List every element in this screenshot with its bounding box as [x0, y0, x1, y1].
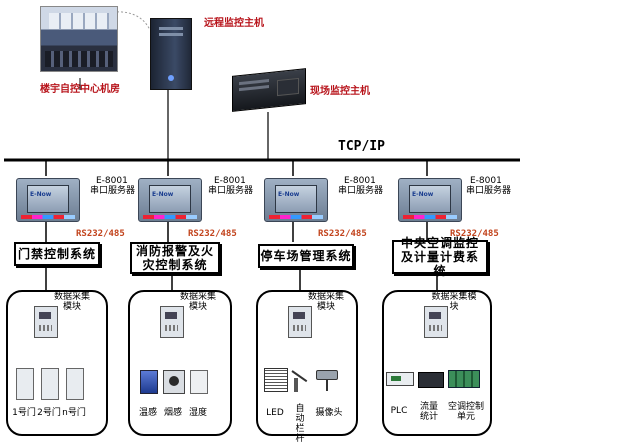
device-type-1: 串口服务器: [90, 186, 136, 196]
network-label: TCP/IP: [338, 139, 385, 154]
flow-meter-icon: [418, 372, 444, 388]
leaf-label: 烟感: [163, 408, 182, 418]
ac-control-unit-icon: [448, 370, 480, 388]
door-device-icon: [41, 368, 59, 400]
serial-server-1: E-Now: [16, 178, 80, 222]
system-name-3: 停车场管理系统: [260, 249, 352, 263]
device-type-4: 串口服务器: [466, 186, 512, 196]
serial-server-3: E-Now: [264, 178, 328, 222]
serial-server-2: E-Now: [138, 178, 202, 222]
system-box-4: 中央空调监控及计量计费系统: [392, 236, 488, 278]
temperature-sensor-icon: [140, 370, 158, 394]
system-box-2: 消防报警及火灾控制系统: [130, 242, 220, 274]
leaf-label: 温感: [138, 408, 157, 418]
data-module-2: [160, 306, 184, 338]
system-box-3: 停车场管理系统: [258, 244, 354, 268]
device-model-3: E-8001: [344, 176, 376, 186]
module-label-1: 数据采集模块: [53, 292, 90, 312]
interface-label-4: RS232/485: [450, 229, 499, 239]
module-label-2: 数据采集模块: [179, 292, 216, 312]
led-display-icon: [264, 368, 288, 392]
leaf-label: n号门: [62, 408, 86, 418]
door-device-icon: [66, 368, 84, 400]
system-box-1: 门禁控制系统: [14, 242, 100, 266]
remote-host-label: 远程监控主机: [204, 18, 264, 29]
smoke-detector-icon: [163, 370, 185, 394]
device-type-2: 串口服务器: [208, 186, 254, 196]
plc-icon: [386, 372, 414, 386]
local-host-label: 现场监控主机: [310, 86, 370, 97]
leaf-label: 湿度: [188, 408, 207, 418]
data-module-4: [424, 306, 448, 338]
system-name-1: 门禁控制系统: [17, 247, 96, 261]
leaf-label: 流量统计: [420, 402, 439, 422]
serial-server-4: E-Now: [398, 178, 462, 222]
device-type-3: 串口服务器: [338, 186, 384, 196]
leaf-label: 2号门: [37, 408, 61, 418]
barrier-gate-icon: [290, 368, 310, 392]
control-room-label: 楼宇自控中心机房: [40, 84, 120, 95]
data-module-3: [288, 306, 312, 338]
device-model-1: E-8001: [96, 176, 128, 186]
door-device-icon: [16, 368, 34, 400]
module-label-3: 数据采集模块: [307, 292, 344, 312]
system-name-4: 中央空调监控及计量计费系统: [400, 236, 479, 278]
remote-host-tower: [150, 18, 192, 90]
device-model-2: E-8001: [214, 176, 246, 186]
interface-label-2: RS232/485: [188, 229, 237, 239]
data-module-1: [34, 306, 58, 338]
leaf-label: 自动栏杆: [295, 404, 305, 444]
leaf-label: 1号门: [12, 408, 36, 418]
interface-label-1: RS232/485: [76, 229, 125, 239]
device-model-4: E-8001: [470, 176, 502, 186]
leaf-label: 空调控制单元: [447, 402, 484, 422]
control-room-image: [40, 6, 118, 72]
leaf-label: 摄像头: [315, 408, 343, 418]
interface-label-3: RS232/485: [318, 229, 367, 239]
leaf-label: PLC: [390, 406, 408, 416]
system-name-2: 消防报警及火灾控制系统: [136, 244, 215, 272]
leaf-label: LED: [266, 408, 284, 418]
module-label-4: 数据采集模块: [431, 292, 477, 312]
humidity-sensor-icon: [190, 370, 208, 394]
camera-icon: [316, 370, 338, 391]
